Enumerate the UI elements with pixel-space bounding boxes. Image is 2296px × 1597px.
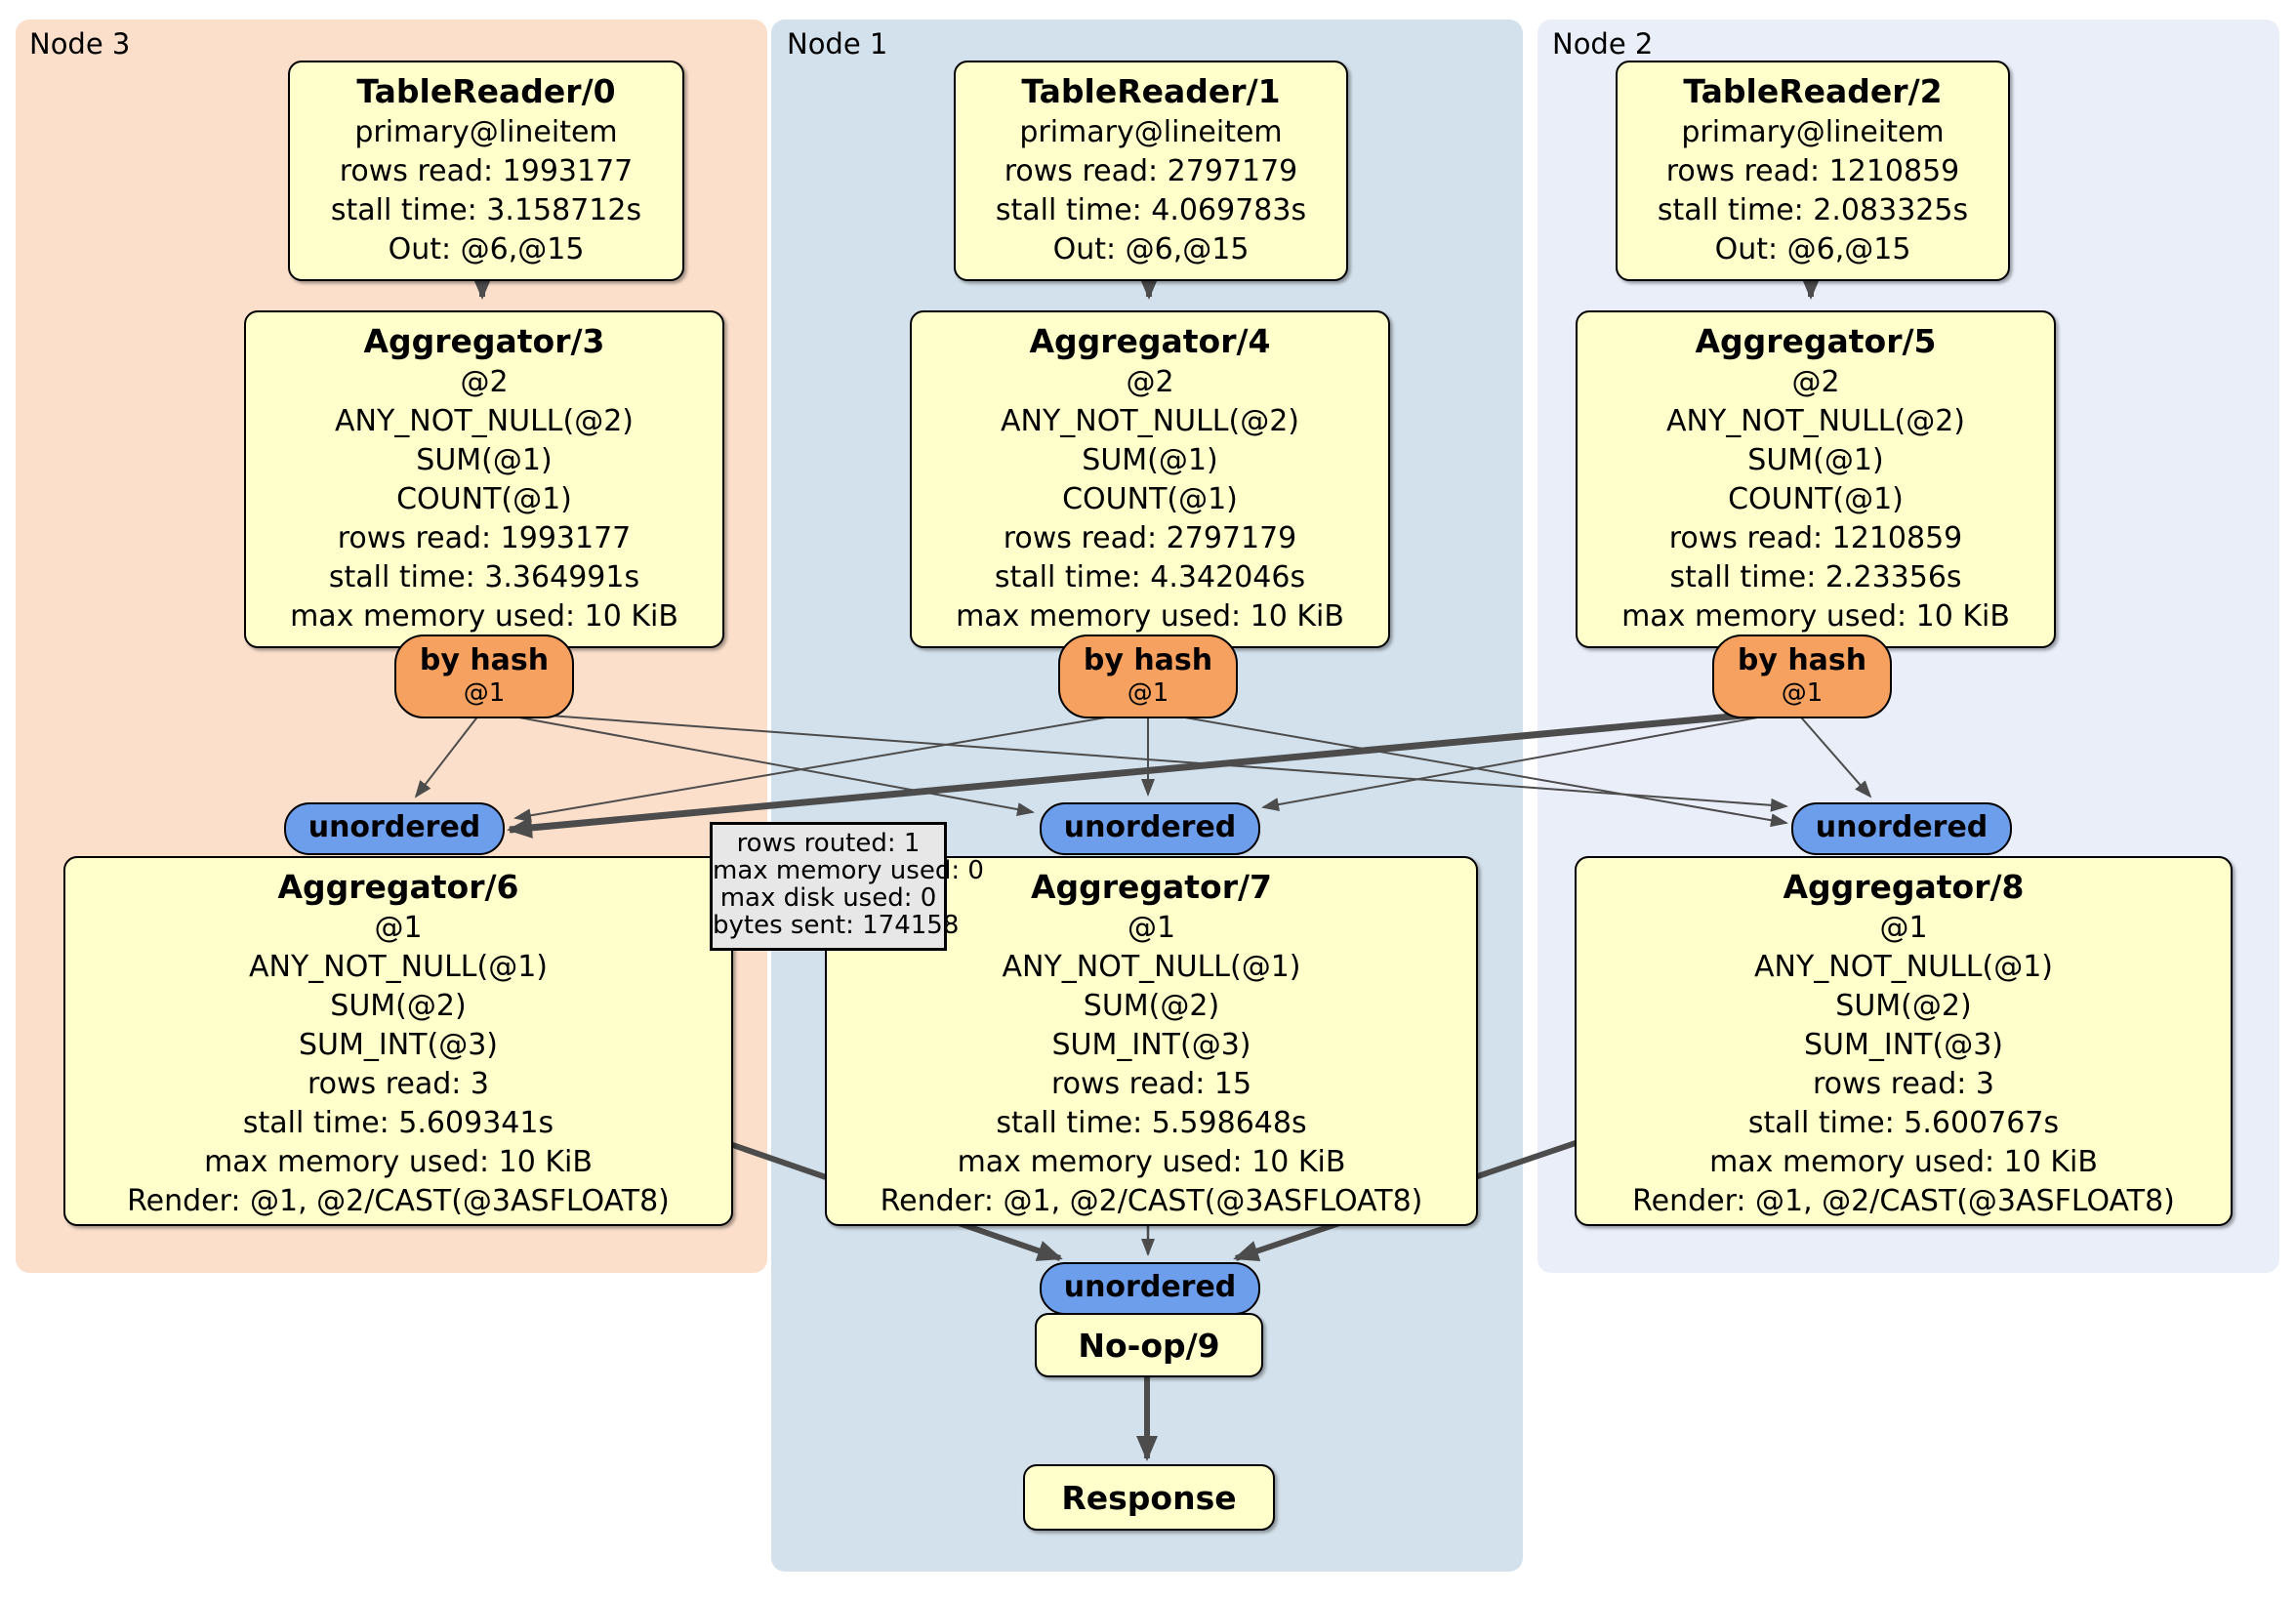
stream-unordered-node3[interactable]: unordered — [284, 802, 505, 855]
router-by-hash-4[interactable]: by hash @1 — [1058, 635, 1238, 718]
processor-title: Aggregator/6 — [277, 868, 519, 906]
processor-aggregator-4[interactable]: Aggregator/4 @2 ANY_NOT_NULL(@2) SUM(@1)… — [910, 310, 1390, 648]
node1-label: Node 1 — [787, 27, 888, 61]
processor-title: TableReader/0 — [356, 72, 616, 110]
edge-hash3-un3[interactable] — [414, 710, 483, 798]
processor-noop-9[interactable]: No-op/9 — [1035, 1313, 1263, 1377]
processor-title: Aggregator/5 — [1695, 322, 1937, 360]
processor-tablereader-2[interactable]: TableReader/2 primary@lineitem rows read… — [1616, 61, 2010, 281]
processor-aggregator-5[interactable]: Aggregator/5 @2 ANY_NOT_NULL(@2) SUM(@1)… — [1576, 310, 2056, 648]
processor-title: TableReader/1 — [1021, 72, 1281, 110]
processor-title: Aggregator/4 — [1029, 322, 1271, 360]
node2-label: Node 2 — [1552, 27, 1654, 61]
edge-hash5-un2[interactable] — [1794, 710, 1872, 798]
edge-hash3-un1[interactable] — [481, 710, 1035, 816]
processor-title: Aggregator/3 — [363, 322, 605, 360]
router-by-hash-3[interactable]: by hash @1 — [394, 635, 574, 718]
stream-stats-tooltip: rows routed: 1 max memory used: 0 max di… — [710, 822, 984, 951]
processor-response[interactable]: Response — [1023, 1464, 1275, 1531]
node3-label: Node 3 — [29, 27, 131, 61]
edge-hash4-un3[interactable] — [513, 710, 1147, 823]
stream-unordered-noop[interactable]: unordered — [1040, 1262, 1260, 1315]
processor-tablereader-1[interactable]: TableReader/1 primary@lineitem rows read… — [954, 61, 1348, 281]
processor-aggregator-8[interactable]: Aggregator/8 @1 ANY_NOT_NULL(@1) SUM(@2)… — [1575, 856, 2233, 1226]
processor-aggregator-6[interactable]: Aggregator/6 @1 ANY_NOT_NULL(@1) SUM(@2)… — [63, 856, 733, 1226]
processor-title: Aggregator/8 — [1783, 868, 2025, 906]
router-by-hash-5[interactable]: by hash @1 — [1712, 635, 1892, 718]
edge-hash4-un2[interactable] — [1145, 710, 1788, 828]
processor-aggregator-7[interactable]: Aggregator/7 @1 ANY_NOT_NULL(@1) SUM(@2)… — [825, 856, 1478, 1226]
processor-tablereader-0[interactable]: TableReader/0 primary@lineitem rows read… — [288, 61, 684, 281]
processor-aggregator-3[interactable]: Aggregator/3 @2 ANY_NOT_NULL(@2) SUM(@1)… — [244, 310, 724, 648]
edge-hash5-un1[interactable] — [1261, 710, 1796, 812]
stream-unordered-node1[interactable]: unordered — [1040, 802, 1260, 855]
stream-unordered-node2[interactable]: unordered — [1791, 802, 2012, 855]
processor-title: Aggregator/7 — [1030, 868, 1273, 906]
processor-title: TableReader/2 — [1683, 72, 1943, 110]
edge-hash5-un3[interactable] — [507, 707, 1796, 839]
edge-hash3-un2[interactable] — [481, 710, 1788, 812]
